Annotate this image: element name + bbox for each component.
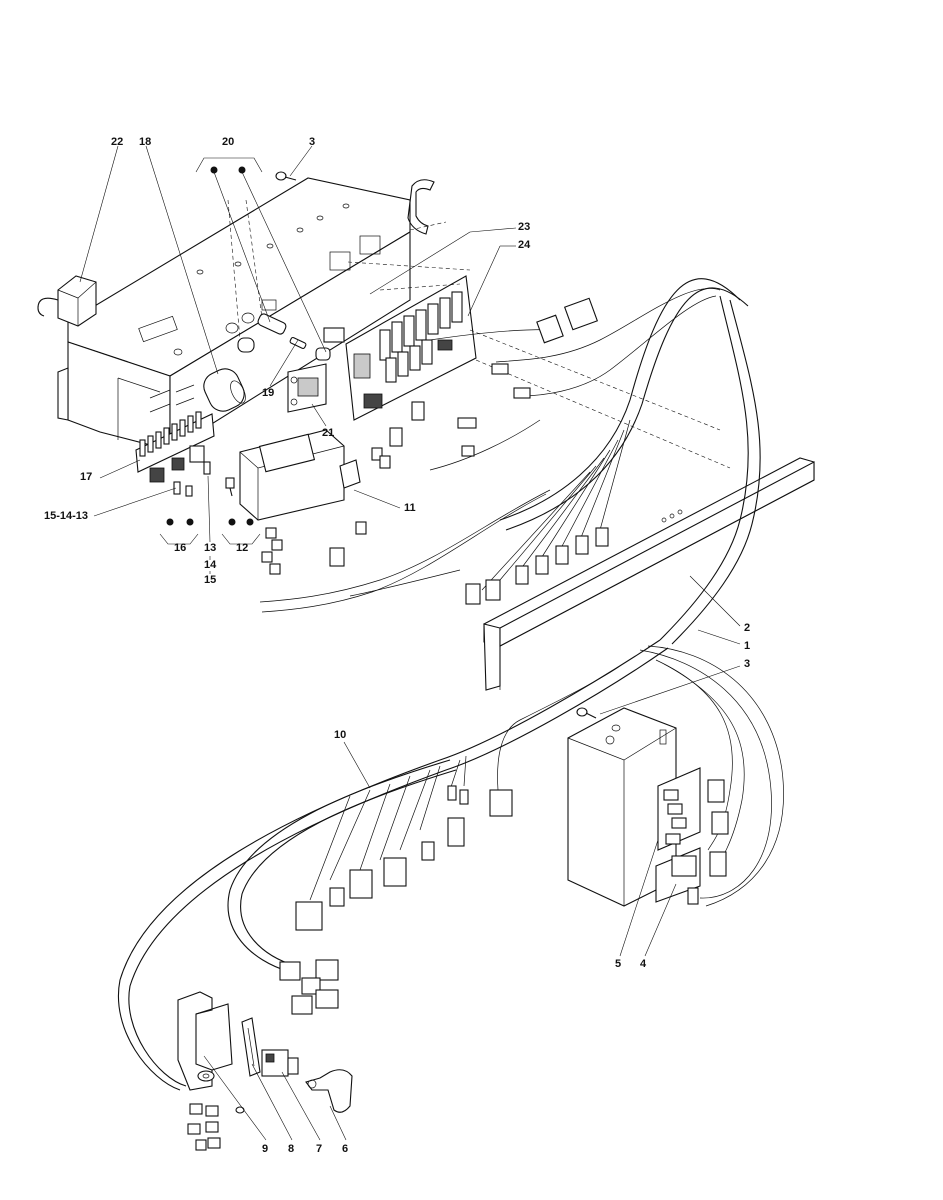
harness-connectors-lower bbox=[187, 785, 513, 1151]
callout-14: 14 bbox=[204, 559, 217, 571]
callout-1: 1 bbox=[744, 640, 751, 652]
callout-4: 4 bbox=[640, 958, 647, 970]
callout-15-14-13: 15-14-13 bbox=[44, 510, 89, 522]
callout-13: 13 bbox=[204, 542, 217, 554]
upper-cable-harness bbox=[259, 278, 761, 645]
callout-16: 16 bbox=[174, 542, 187, 554]
callout-6: 6 bbox=[342, 1143, 349, 1155]
callout-12: 12 bbox=[236, 542, 249, 554]
reference-dots bbox=[166, 166, 254, 526]
callout-11: 11 bbox=[404, 502, 416, 514]
callout-22: 22 bbox=[111, 136, 124, 148]
callout-3-top: 3 bbox=[309, 136, 316, 148]
mounting-bracket bbox=[287, 363, 327, 413]
callout-10: 10 bbox=[334, 729, 347, 741]
leader-lines bbox=[79, 145, 741, 1141]
assembly-guide-lines bbox=[227, 199, 731, 469]
lower-cable-harness bbox=[118, 639, 784, 1091]
fuse-holder bbox=[237, 313, 345, 361]
relay-bank bbox=[379, 291, 463, 383]
callout-9: 9 bbox=[262, 1143, 269, 1155]
callout-18: 18 bbox=[139, 136, 152, 148]
transformer bbox=[37, 275, 97, 327]
small-fittings bbox=[173, 461, 235, 497]
callout-21: 21 bbox=[322, 427, 335, 439]
front-panel-bar bbox=[483, 457, 815, 691]
circuit-board bbox=[345, 275, 477, 421]
cable-clip bbox=[407, 179, 435, 235]
callout-17: 17 bbox=[80, 471, 93, 483]
screw bbox=[576, 707, 597, 719]
relay-board bbox=[657, 767, 701, 851]
electrical-box bbox=[567, 707, 729, 907]
callout-2: 2 bbox=[744, 622, 751, 634]
screw bbox=[275, 171, 297, 181]
callout-3-lower: 3 bbox=[744, 658, 751, 670]
callout-7: 7 bbox=[316, 1143, 323, 1155]
transformer-box bbox=[239, 429, 361, 521]
callout-15: 15 bbox=[204, 574, 217, 586]
callout-23: 23 bbox=[518, 221, 531, 233]
callout-24: 24 bbox=[518, 239, 531, 251]
callout-8: 8 bbox=[288, 1143, 295, 1155]
motor bbox=[203, 368, 246, 412]
callout-5: 5 bbox=[615, 958, 622, 970]
harness-connectors-upper bbox=[261, 297, 609, 605]
door-switch-assembly bbox=[177, 991, 353, 1113]
callout-20: 20 bbox=[222, 136, 235, 148]
terminal-block bbox=[135, 411, 215, 483]
callout-19: 19 bbox=[262, 387, 275, 399]
